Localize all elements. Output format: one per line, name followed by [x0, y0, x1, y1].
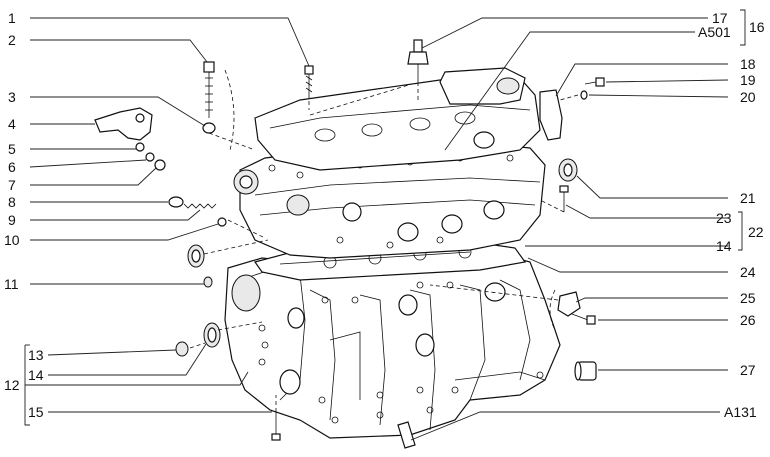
sensor-25	[557, 291, 581, 317]
label-26: 26	[740, 312, 756, 328]
label-27: 27	[740, 362, 756, 378]
label-11: 11	[4, 276, 19, 292]
label-15: 15	[28, 404, 44, 420]
bolt-23	[559, 185, 569, 212]
label-6: 6	[8, 159, 16, 175]
assembly-guide-lines	[189, 69, 579, 412]
label-25: 25	[740, 290, 756, 306]
bolt-19	[584, 77, 605, 87]
label-18: 18	[740, 56, 756, 72]
label-1: 1	[8, 10, 16, 26]
leader-lines	[24, 9, 746, 441]
spring-9	[183, 203, 217, 209]
cylinder-head	[233, 141, 546, 259]
bracket-18	[539, 89, 563, 141]
washer-5	[135, 142, 145, 152]
bolt-26	[571, 313, 596, 325]
label-7: 7	[8, 177, 16, 193]
label-13: 13	[28, 347, 44, 363]
bracket-4	[94, 107, 153, 141]
washer-3	[202, 122, 216, 134]
washer-20	[580, 90, 588, 100]
label-21: 21	[740, 190, 756, 206]
part-labels: 1 2 3 4 5 6 7 8 9 10 11 12 13 14 15 17 A…	[4, 10, 765, 420]
label-14-right: 14	[716, 238, 732, 254]
label-10: 10	[4, 232, 20, 248]
label-12: 12	[4, 377, 20, 393]
label-17: 17	[712, 10, 728, 26]
ball-10	[217, 217, 227, 227]
bolt-a131	[397, 421, 416, 449]
bushing-27	[574, 361, 597, 381]
stud-2	[203, 61, 215, 118]
label-a131: A131	[724, 404, 757, 420]
label-14-left: 14	[28, 367, 44, 383]
label-2: 2	[8, 32, 16, 48]
label-20: 20	[740, 89, 756, 105]
washer-6	[145, 152, 155, 162]
bolt-1	[304, 65, 314, 94]
label-a501: A501	[698, 24, 731, 40]
label-8: 8	[8, 194, 16, 210]
plug-13	[175, 341, 189, 357]
label-4: 4	[8, 116, 16, 132]
label-24: 24	[740, 264, 756, 280]
bolt-15	[271, 412, 281, 441]
label-16: 16	[749, 19, 765, 35]
breather-17	[407, 39, 429, 82]
plug-11	[203, 276, 213, 288]
label-22: 22	[748, 224, 764, 240]
engine-block	[224, 253, 561, 439]
label-9: 9	[8, 212, 16, 228]
label-3: 3	[8, 89, 16, 105]
plug-8	[168, 196, 184, 208]
cam-cover	[254, 67, 541, 171]
label-23: 23	[716, 210, 732, 226]
label-19: 19	[740, 72, 756, 88]
bracket-hole	[135, 113, 145, 123]
plug-7	[154, 159, 166, 171]
label-5: 5	[8, 141, 16, 157]
